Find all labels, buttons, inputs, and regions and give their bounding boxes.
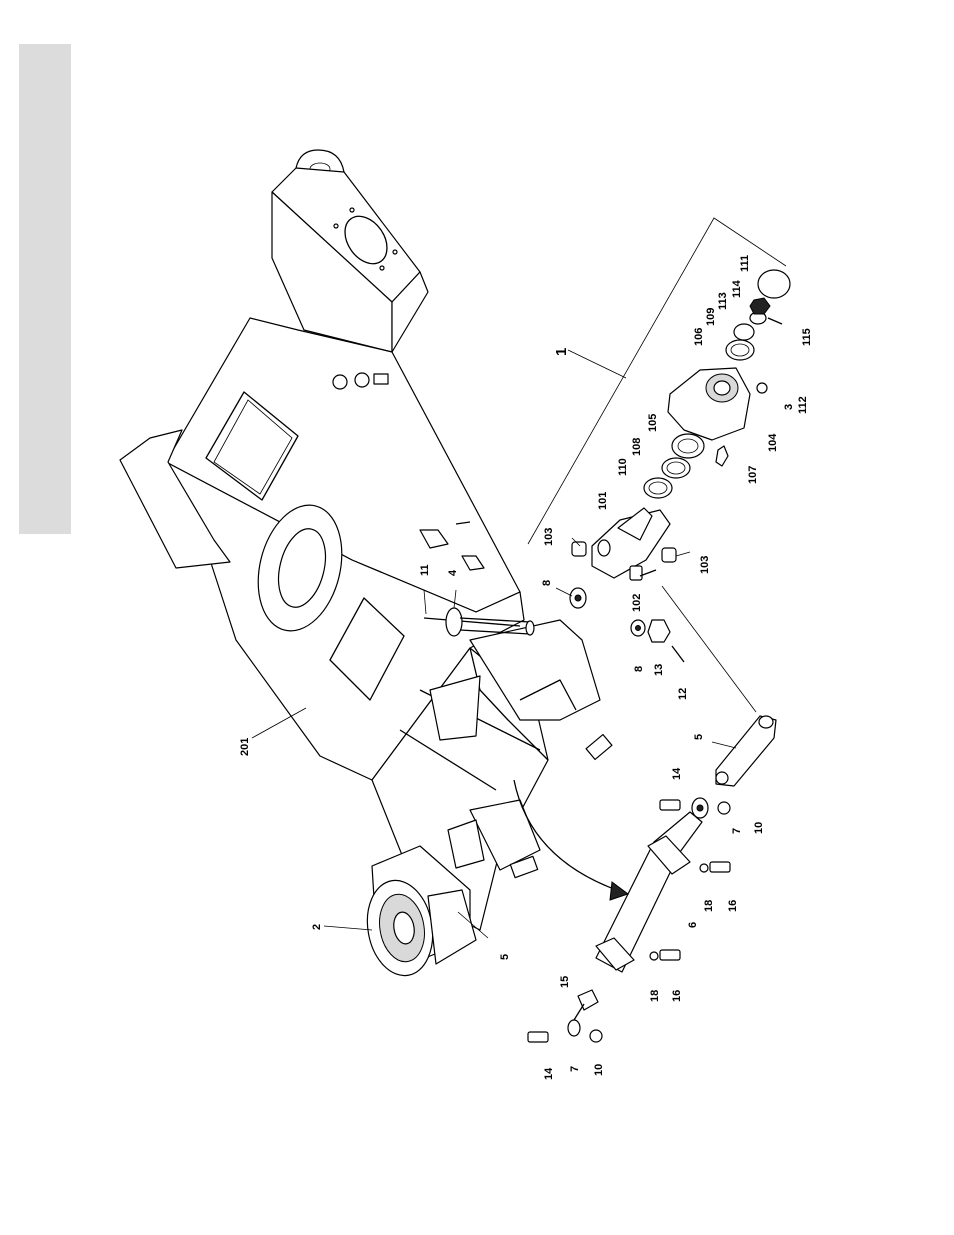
callout-112: 112 [797,396,809,414]
callout-102: 102 [631,594,643,612]
callout-16-lower: 16 [671,990,683,1002]
callout-109: 109 [705,308,717,326]
callout-105: 105 [647,414,659,432]
callout-201: 201 [239,738,251,756]
link-arm [662,586,776,786]
callout-101: 101 [597,492,609,510]
callout-5-lower: 5 [499,954,511,960]
main-frame [120,150,612,960]
steering-cylinder [528,798,730,1042]
callout-8-lower: 8 [633,666,645,672]
callout-7-lower: 7 [569,1066,581,1072]
callout-113: 113 [717,292,729,310]
callout-103-right: 103 [699,556,711,574]
callout-3: 3 [783,404,795,410]
callout-16-upper: 16 [727,900,739,912]
callout-110: 110 [617,458,629,476]
callout-2: 2 [311,924,323,930]
callout-104: 104 [767,433,779,452]
callout-106: 106 [693,328,705,346]
callout-14-upper: 14 [671,767,683,780]
callout-11: 11 [419,564,431,576]
callout-1: 1 [553,348,570,356]
callout-6: 6 [687,922,699,928]
callout-18-lower: 18 [649,990,661,1002]
callout-18-upper: 18 [703,900,715,912]
callout-114: 114 [731,279,743,298]
callout-10-upper: 10 [753,822,765,834]
callout-15: 15 [559,976,571,988]
callout-10-lower: 10 [593,1064,605,1076]
steering-knuckle [572,508,676,580]
callout-8-upper: 8 [541,580,553,586]
callout-12: 12 [677,688,689,700]
callout-108: 108 [631,438,643,456]
callout-111: 111 [739,255,751,272]
callout-14-lower: 14 [543,1067,555,1080]
callout-4: 4 [447,569,459,576]
callout-5-link: 5 [693,734,705,740]
callout-13: 13 [653,664,665,676]
callout-107: 107 [747,466,759,484]
callout-103-left: 103 [543,528,555,546]
callout-7-upper: 7 [731,828,743,834]
callout-115: 115 [801,328,813,346]
